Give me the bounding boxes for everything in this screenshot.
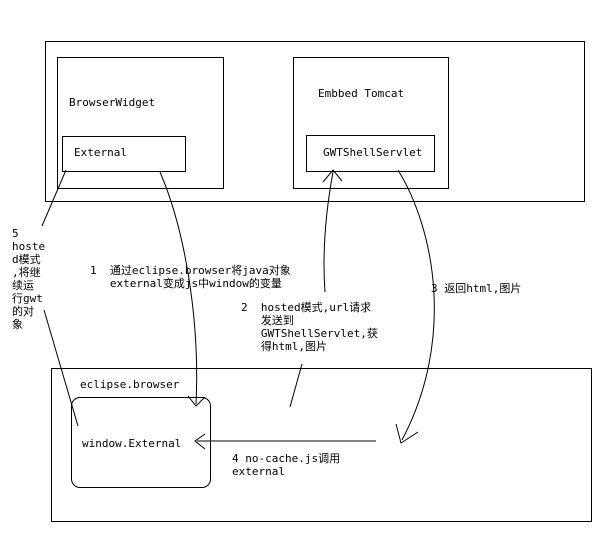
eclipse-browser-label: eclipse.browser [80,378,180,391]
line-step5-upper [41,169,67,227]
line-step2-lower [289,363,303,408]
external-label: External [74,146,127,159]
arrowhead-step2 [322,169,343,183]
step5-note: 5 hoste d模式 ,将继 续运 行gwt 的对 象 [12,227,46,331]
server-container [45,41,585,202]
browser-widget-label: BrowserWidget [69,96,156,109]
step4-note: 4 no-cache.js调用 external [232,452,341,478]
step3-note: 3 返回html,图片 [431,282,522,295]
embedded-tomcat-label: Embbed Tomcat [318,87,405,100]
embedded-tomcat-box [293,57,449,189]
arrow-servlet-to-browser [397,169,435,441]
arrowhead-step3 [395,423,419,444]
arrow-external-to-window [159,171,198,405]
step1-note: 1 通过eclipse.browser将java对象 external变成js中… [90,264,291,290]
eclipse-browser-box [51,368,592,522]
gwt-shell-servlet-box [306,135,435,172]
browser-widget-box [57,57,224,189]
gwt-shell-servlet-label: GWTShellServlet [323,146,423,159]
window-external-box [71,397,211,488]
window-external-label: window.External [82,437,182,450]
external-box [62,136,186,172]
arrowhead-step4 [194,433,206,450]
arrow-browser-to-servlet [323,171,334,293]
step2-note: 2 hosted模式,url请求 发送到 GWTShellServlet,获 得… [241,301,378,353]
